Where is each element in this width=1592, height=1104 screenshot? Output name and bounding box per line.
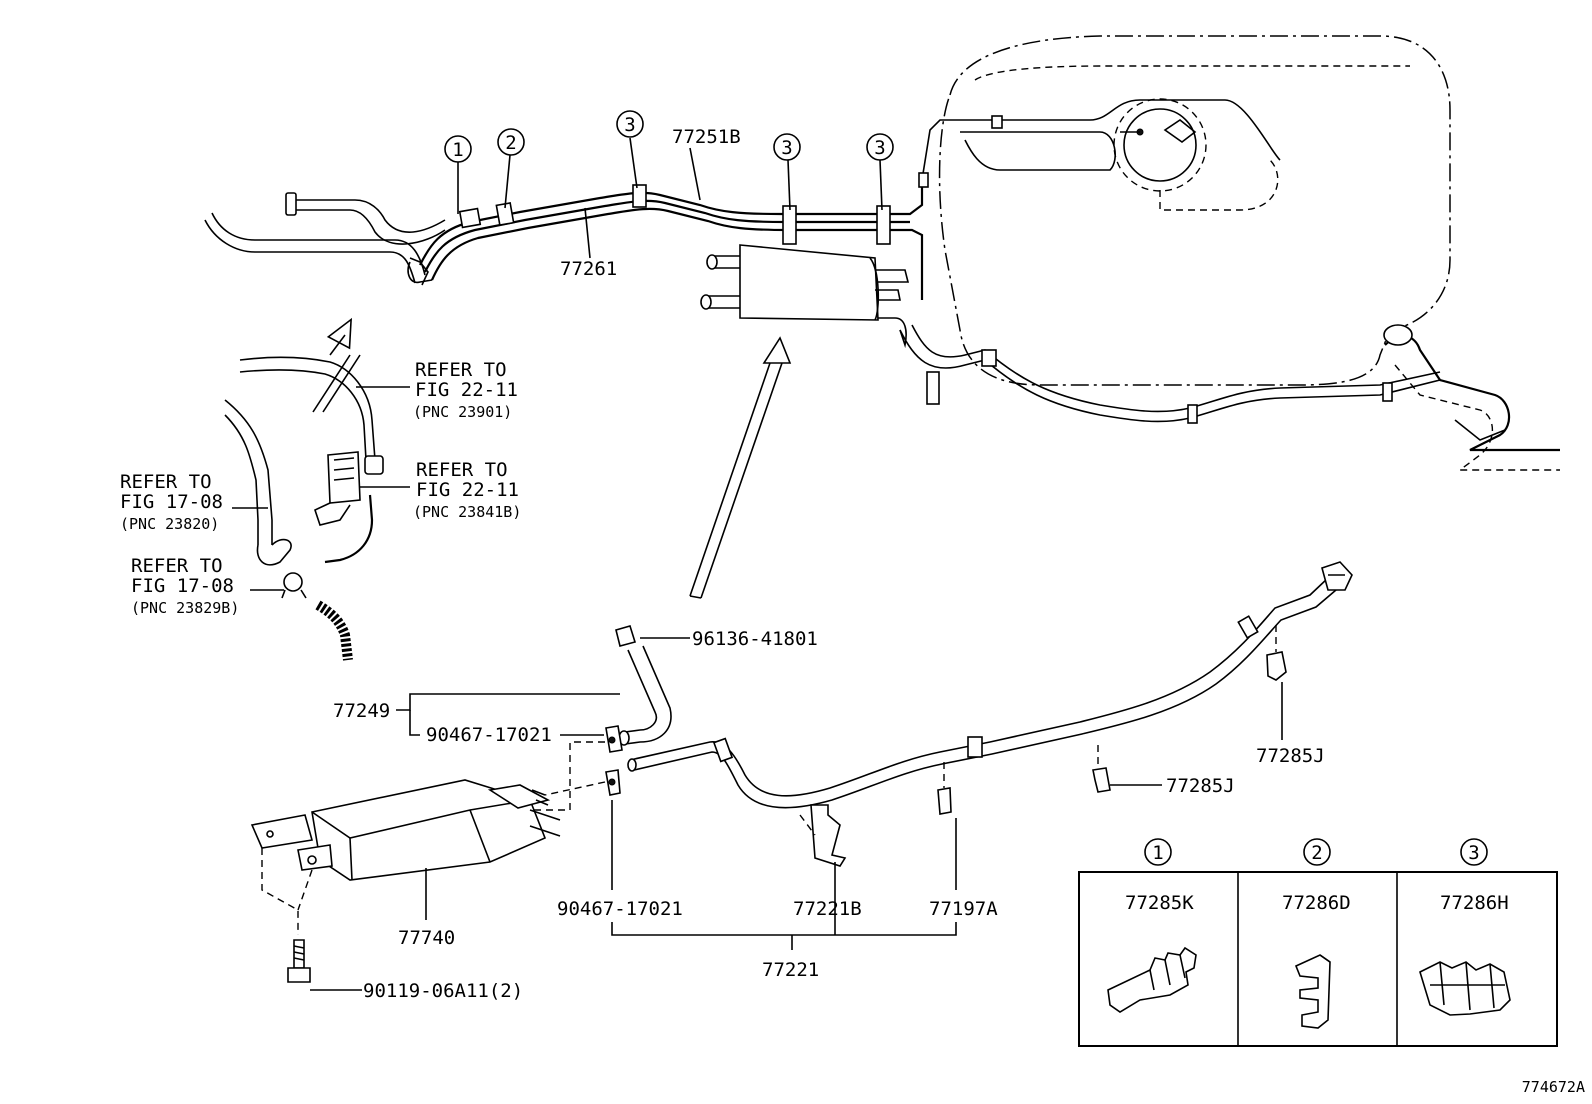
leader-lines (232, 137, 1283, 991)
refer-note-2-line1: REFER TO (416, 459, 508, 481)
label-77261[interactable]: 77261 (560, 258, 617, 280)
refer-note-2-line2[interactable]: FIG 22-11 (416, 479, 519, 501)
fuel-pump-ring (1123, 108, 1197, 182)
label-77249[interactable]: 77249 (333, 700, 390, 722)
fuel-inlet-pipe (1383, 324, 1560, 471)
circled-ref-1: 1 (452, 139, 463, 161)
circled-refs: 1 2 3 3 3 (444, 110, 894, 163)
legend-num-1: 1 (1152, 842, 1163, 864)
canister-installed (700, 244, 910, 349)
clip-77286d-drawing (1294, 954, 1331, 1029)
pointer-arrows (312, 317, 792, 599)
label-90119-06a11[interactable]: 90119-06A11(2) (363, 980, 523, 1002)
tube-assembly-top (204, 119, 960, 300)
refer-note-3-line1: REFER TO (120, 471, 212, 493)
refer-parts-left (224, 356, 384, 661)
legend-part-77286d[interactable]: 77286D (1282, 892, 1351, 914)
refer-note-4-line3: (PNC 23829B) (131, 599, 239, 617)
refer-note-3-line2[interactable]: FIG 17-08 (120, 491, 223, 513)
circled-ref-3a: 3 (624, 114, 635, 136)
part-labels: 77251B 77261 REFER TO FIG 22-11 (PNC 239… (120, 126, 1325, 1002)
clip-legend: 1 2 3 77285K 77286D 77286H (1078, 838, 1558, 1047)
label-90467-17021-lower[interactable]: 90467-17021 (557, 898, 683, 920)
label-77285j-right[interactable]: 77285J (1256, 745, 1325, 767)
refer-note-1-line2[interactable]: FIG 22-11 (415, 379, 518, 401)
refer-note-4-line1: REFER TO (131, 555, 223, 577)
label-77285j-mid[interactable]: 77285J (1166, 775, 1235, 797)
circled-ref-3b: 3 (781, 137, 792, 159)
label-77740[interactable]: 77740 (398, 927, 455, 949)
legend-part-77285k[interactable]: 77285K (1125, 892, 1194, 914)
legend-num-2: 2 (1311, 842, 1322, 864)
hose-clips (799, 625, 1287, 867)
label-77221b[interactable]: 77221B (793, 898, 862, 920)
refer-note-2-line3: (PNC 23841B) (413, 503, 521, 521)
refer-note-1-line3: (PNC 23901) (413, 403, 512, 421)
refer-note-3-line3: (PNC 23820) (120, 515, 219, 533)
legend-num-3: 3 (1468, 842, 1479, 864)
clip-77286h-drawing (1419, 961, 1511, 1016)
hose-77221 (627, 561, 1353, 809)
label-96136-41801[interactable]: 96136-41801 (692, 628, 818, 650)
vent-tube-right (899, 324, 1441, 424)
refer-note-4-line2[interactable]: FIG 17-08 (131, 575, 234, 597)
fuel-tank-outline (938, 35, 1451, 386)
label-77251b[interactable]: 77251B (672, 126, 741, 148)
diagram-code: 774672A (1522, 1078, 1585, 1096)
label-90467-17021-upper[interactable]: 90467-17021 (426, 724, 552, 746)
refer-note-1-line1: REFER TO (415, 359, 507, 381)
circled-ref-3c: 3 (874, 137, 885, 159)
canister-77740 (250, 779, 561, 983)
label-77197a[interactable]: 77197A (929, 898, 998, 920)
circled-ref-2: 2 (505, 132, 516, 154)
legend-part-77286h[interactable]: 77286H (1440, 892, 1509, 914)
label-77221[interactable]: 77221 (762, 959, 819, 981)
tube-77249-group (530, 625, 672, 811)
